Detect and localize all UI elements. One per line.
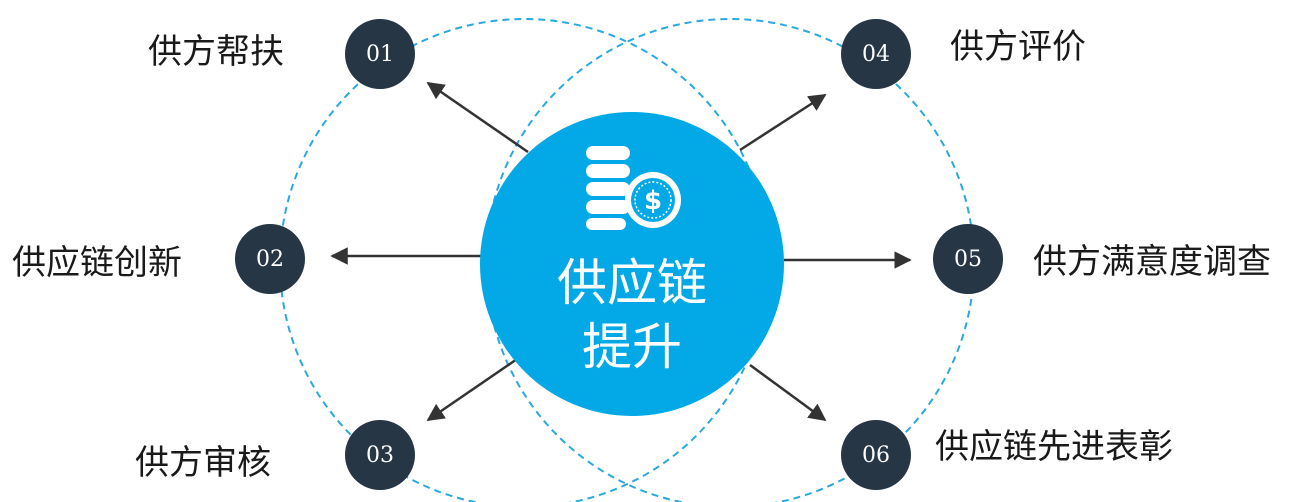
node-number-05: 05 <box>933 224 1003 294</box>
arrow-06 <box>749 363 827 422</box>
node-label-06: 供应链先进表彰 <box>935 427 1173 467</box>
svg-text:$: $ <box>644 186 662 216</box>
coins-dollar-icon: $ <box>586 146 681 230</box>
center-title-line1: 供应链 <box>557 254 707 312</box>
node-label-05: 供方满意度调查 <box>1033 242 1271 282</box>
node-label-01: 供方帮扶 <box>148 32 284 72</box>
arrow-01 <box>426 81 529 154</box>
arrow-03 <box>426 355 521 422</box>
center-circle <box>480 112 784 416</box>
node-label-04: 供方评价 <box>950 27 1086 67</box>
node-number-06: 06 <box>841 420 911 490</box>
node-label-03: 供方审核 <box>135 443 271 483</box>
node-number-03: 03 <box>345 420 415 490</box>
node-number-01: 01 <box>345 19 415 89</box>
node-number-02: 02 <box>235 224 305 294</box>
center-title-line2: 提升 <box>582 318 682 376</box>
node-label-02: 供应链创新 <box>12 243 182 283</box>
arrow-04 <box>739 93 827 152</box>
node-number-04: 04 <box>841 19 911 89</box>
